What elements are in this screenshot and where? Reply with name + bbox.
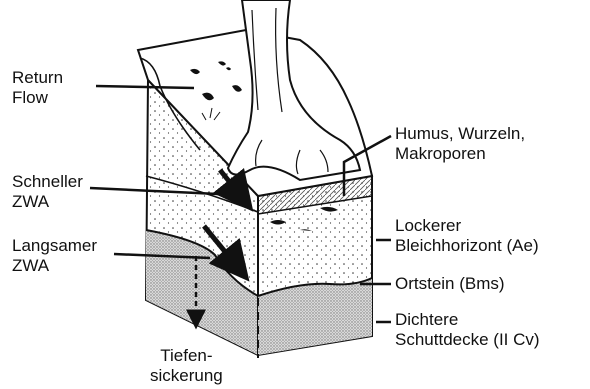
label-tiefensickerung: Tiefen- sickerung [150,346,223,386]
label-line: sickerung [150,366,223,386]
label-line: Dichtere [395,310,540,330]
label-line: Tiefen- [150,346,223,366]
label-line: Langsamer [12,236,97,256]
label-ortstein: Ortstein (Bms) [395,274,505,294]
label-line: Flow [12,88,63,108]
label-line: Ortstein (Bms) [395,274,505,294]
label-langsamer-zwa: Langsamer ZWA [12,236,97,276]
label-lockerer: Lockerer Bleichhorizont (Ae) [395,216,539,256]
label-line: ZWA [12,192,83,212]
label-humus: Humus, Wurzeln, Makroporen [395,124,525,164]
label-line: Bleichhorizont (Ae) [395,236,539,256]
label-line: ZWA [12,256,97,276]
label-return-flow: Return Flow [12,68,63,108]
label-line: Schuttdecke (II Cv) [395,330,540,350]
label-schneller-zwa: Schneller ZWA [12,172,83,212]
label-line: Return [12,68,63,88]
label-line: Lockerer [395,216,539,236]
label-dichtere: Dichtere Schuttdecke (II Cv) [395,310,540,350]
label-line: Humus, Wurzeln, [395,124,525,144]
label-line: Makroporen [395,144,525,164]
right-face [258,176,372,355]
label-line: Schneller [12,172,83,192]
